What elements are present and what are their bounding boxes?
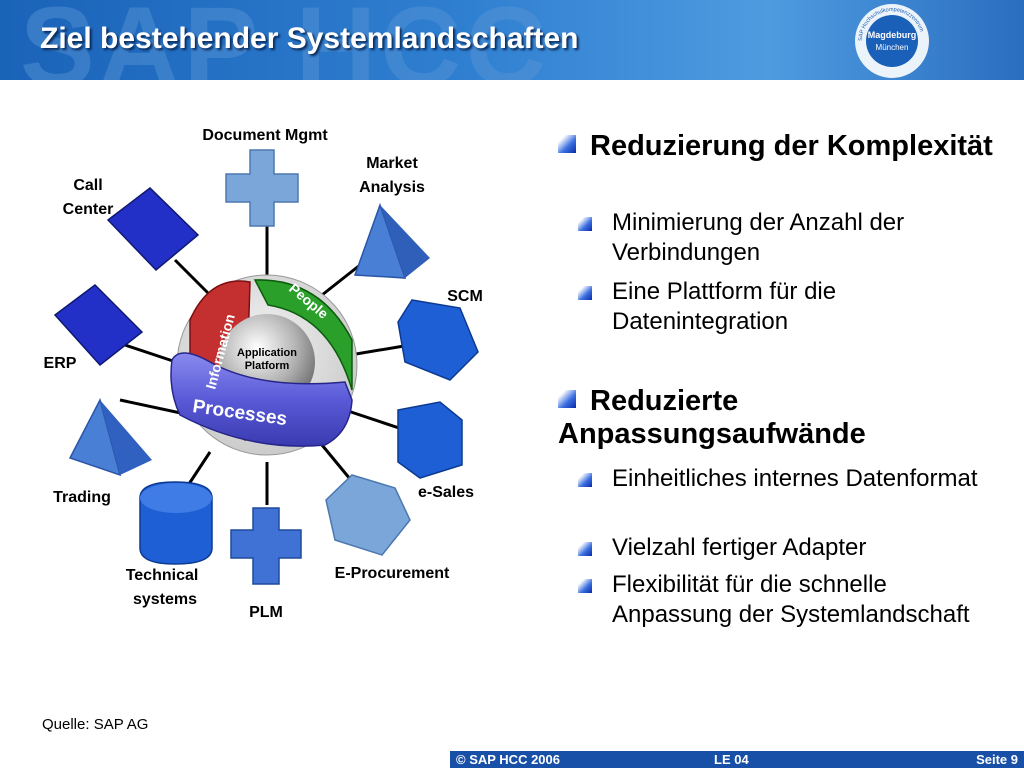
bullet-square-icon [578,542,592,556]
hcc-logo: Magdeburg München SAP Hochschulkompetenz… [855,4,929,78]
node-erp: ERP [44,284,144,372]
pyramid-icon [380,205,430,278]
bullet-1-title: Reduzierung der Komplexität [590,130,993,162]
bullet-square-icon [578,217,592,231]
integration-diagram: Application Platform Information People … [44,127,483,621]
node-e-procurement: E-Procurement [325,474,450,582]
source-note: Quelle: SAP AG [42,716,149,733]
processes-ring [170,352,353,447]
label-call-line2: Center [63,201,114,218]
label-call-line1: Call [73,177,102,194]
bullet-2-title: Reduzierte Anpassungsaufwände [558,385,866,450]
node-document-mgmt: Document Mgmt [202,127,328,227]
slide-header: SAP HCC Ziel bestehender Systemlandschaf… [0,0,1024,80]
label-tech-line2: systems [133,591,197,608]
bullet-2: Reduzierte Anpassungsaufwände [558,385,998,451]
label-e-procurement: E-Procurement [335,565,450,582]
label-document-mgmt: Document Mgmt [202,127,328,144]
pentagon-icon [397,299,479,381]
label-tech-line1: Technical [126,567,199,584]
people-ring [253,279,353,391]
cube-icon [397,401,463,479]
bullet-2-sub-3: Flexibilität für die schnelle Anpassung … [578,570,998,630]
application-platform-sphere: Application Platform Information People … [170,274,358,456]
bullet-square-icon [578,473,592,487]
bullet-1-sub-2: Eine Plattform für die Datenintegration [578,277,998,337]
label-scm: SCM [447,288,483,305]
label-plm: PLM [249,604,283,621]
bullet-square-icon [578,579,592,593]
bullet-1-sub-1: Minimierung der Anzahl der Verbindungen [578,208,998,268]
label-market-line2: Analysis [359,179,425,196]
footer-page-number: Seite 9 [976,752,1018,767]
logo-text-top: Magdeburg [868,30,917,40]
node-plm: PLM [230,507,302,621]
logo-text-bottom: München [876,43,909,52]
node-trading: Trading [53,397,152,506]
footer-copyright: © SAP HCC 2006 [456,752,560,767]
header-watermark: SAP HCC [20,0,551,80]
node-scm: SCM [397,288,483,381]
node-technical-systems: Technical systems [126,481,213,608]
cube-icon [106,187,200,272]
bullet-1: Reduzierung der Komplexität [558,130,998,163]
cross-shape-icon [225,149,299,227]
footer-lecture: LE 04 [714,752,749,767]
slide-title: Ziel bestehender Systemlandschaften [40,22,579,55]
label-trading: Trading [53,489,111,506]
core-label-1: Application [237,347,297,359]
cube-icon [53,284,144,367]
bullet-square-icon [578,286,592,300]
bullet-square-icon [558,135,576,153]
bullet-2-sub-1: Einheitliches internes Datenformat [578,464,998,494]
node-call-center: Call Center [63,177,200,272]
label-e-sales: e-Sales [418,484,474,501]
node-market-analysis: Market Analysis [353,155,430,279]
pentagon-icon [325,474,411,556]
bullet-2-sub-2: Vielzahl fertiger Adapter [578,533,998,563]
bullet-square-icon [558,390,576,408]
pyramid-icon [100,400,152,475]
slide-footer: © SAP HCC 2006 LE 04 Seite 9 [450,751,1024,768]
label-market-line1: Market [366,155,418,172]
node-e-sales: e-Sales [397,401,474,501]
core-label-2: Platform [245,360,290,372]
cross-shape-icon [230,507,302,585]
label-erp: ERP [44,355,77,372]
